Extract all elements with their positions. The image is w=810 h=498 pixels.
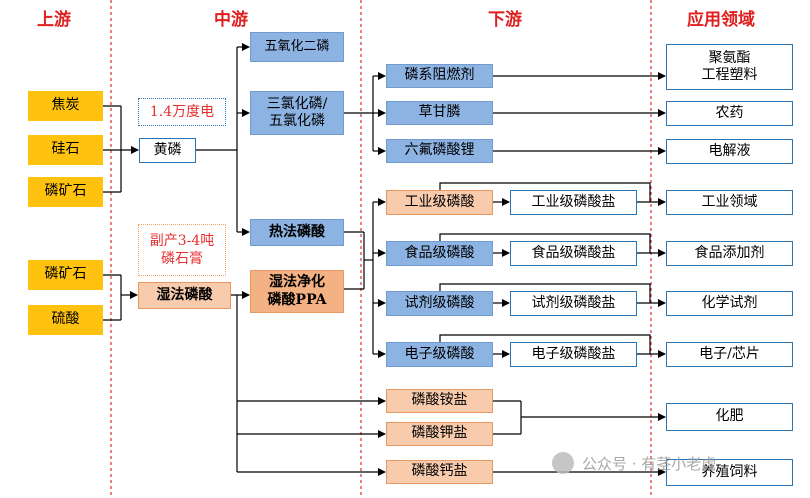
watermark-text: 公众号 · 有茎小老虎 — [582, 454, 717, 473]
node-p2o5: 五氧化二磷 — [250, 32, 344, 62]
column-dividers — [110, 0, 652, 498]
node-sulfuric-acid: 硫酸 — [28, 305, 103, 335]
node-ammonium: 磷酸铵盐 — [386, 389, 493, 413]
node-flame-retardant: 磷系阻燃剂 — [386, 64, 493, 88]
node-food-additive: 食品添加剂 — [666, 241, 793, 266]
node-lipf6: 六氟磷酸锂 — [386, 139, 493, 163]
header-application: 应用领域 — [687, 10, 755, 30]
header-downstream: 下游 — [488, 10, 522, 30]
wechat-icon — [552, 452, 574, 474]
header-midstream: 中游 — [214, 10, 248, 30]
node-industrial-acid: 工业级磷酸 — [386, 190, 493, 215]
node-industrial-salt: 工业级磷酸盐 — [510, 190, 637, 215]
node-coke: 焦炭 — [28, 91, 103, 121]
node-pesticide: 农药 — [666, 101, 793, 126]
node-electronic-salt: 电子级磷酸盐 — [510, 342, 637, 367]
node-feed: 养殖饲料 — [666, 459, 793, 486]
node-yellow-phosphorus: 黄磷 — [139, 138, 196, 163]
watermark: 公众号 · 有茎小老虎 — [552, 452, 716, 474]
note-byproduct: 副产3-4吨 磷石膏 — [138, 224, 226, 276]
node-food-salt: 食品级磷酸盐 — [510, 241, 637, 266]
node-chem-reagent: 化学试剂 — [666, 291, 793, 316]
node-industrial: 工业领域 — [666, 190, 793, 215]
header-upstream: 上游 — [37, 10, 71, 30]
node-thermal-acid: 热法磷酸 — [250, 219, 344, 246]
note-electricity: 1.4万度电 — [138, 98, 226, 126]
node-silica: 硅石 — [28, 135, 103, 165]
node-phosphate-rock-2: 磷矿石 — [28, 260, 103, 290]
node-wet-acid: 湿法磷酸 — [138, 282, 231, 309]
node-electrolyte: 电解液 — [666, 139, 793, 164]
node-pcl: 三氯化磷/ 五氯化磷 — [250, 91, 344, 135]
node-polyurethane: 聚氨酯 工程塑料 — [666, 44, 793, 90]
node-glyphosate: 草甘膦 — [386, 101, 493, 125]
node-potassium: 磷酸钾盐 — [386, 422, 493, 446]
node-purified-acid: 湿法净化 磷酸PPA — [250, 270, 344, 313]
node-reagent-acid: 试剂级磷酸 — [386, 291, 493, 316]
node-electronic-acid: 电子级磷酸 — [386, 342, 493, 367]
node-food-acid: 食品级磷酸 — [386, 241, 493, 266]
node-phosphate-rock-1: 磷矿石 — [28, 177, 103, 207]
node-reagent-salt: 试剂级磷酸盐 — [510, 291, 637, 316]
node-calcium: 磷酸钙盐 — [386, 460, 493, 484]
node-fertilizer: 化肥 — [666, 403, 793, 431]
node-electronics: 电子/芯片 — [666, 342, 793, 367]
